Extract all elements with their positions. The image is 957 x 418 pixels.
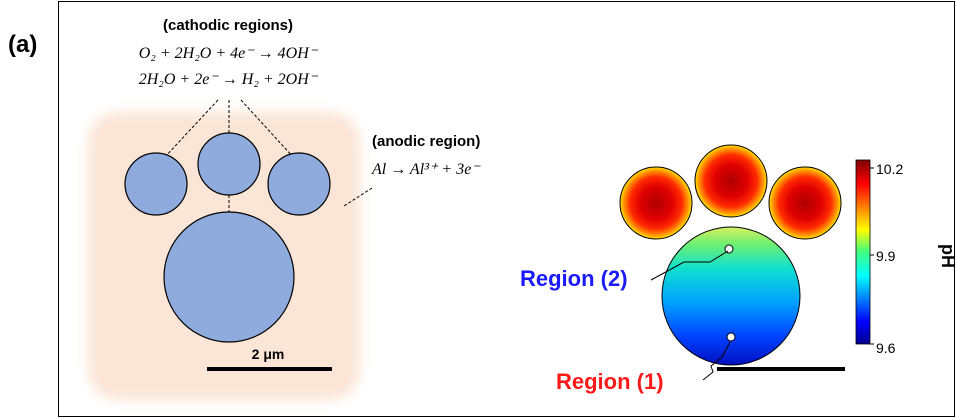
cathodic-particle-left bbox=[124, 152, 188, 216]
region2-leader bbox=[650, 250, 729, 281]
scale-bar-left bbox=[207, 367, 332, 371]
leader-line-anodic bbox=[343, 187, 373, 207]
ph-cathodic-particle-left bbox=[619, 166, 693, 240]
panel-label: (a) bbox=[8, 31, 37, 58]
anodic-region-title: (anodic region) bbox=[372, 133, 480, 150]
cathodic-particle-right bbox=[267, 152, 331, 216]
colorbar-tick-label-min: 9.6 bbox=[876, 340, 896, 356]
probe-point-region1 bbox=[726, 332, 736, 342]
ph-colorbar bbox=[855, 159, 871, 345]
cathodic-equation-oxygen: O₂ + 2H₂O + 4e⁻ → 4OH⁻ bbox=[139, 45, 319, 62]
ph-cathodic-particle-right bbox=[768, 166, 842, 240]
cathodic-particle-center bbox=[197, 132, 261, 196]
probe-point-region2 bbox=[724, 244, 734, 254]
figure-frame bbox=[58, 1, 955, 417]
colorbar-tick-label-max: 10.2 bbox=[876, 161, 903, 177]
scale-bar-label: 2 μm bbox=[252, 346, 285, 362]
ph-cathodic-particle-center bbox=[694, 144, 768, 218]
leader-line-right bbox=[240, 99, 295, 159]
left-schematic: (cathodic regions) O₂ + 2H₂O + 4e⁻ → 4OH… bbox=[88, 17, 481, 400]
colorbar-title: pH bbox=[938, 244, 957, 268]
cathodic-regions-title: (cathodic regions) bbox=[163, 17, 293, 34]
region2-label: Region (2) bbox=[520, 266, 628, 291]
colorbar-tick-label-mid: 9.9 bbox=[876, 248, 896, 264]
region1-leader bbox=[702, 341, 731, 381]
cathodic-equation-hydrogen: 2H₂O + 2e⁻ → H₂ + 2OH⁻ bbox=[139, 71, 319, 88]
anodic-equation: Al → Al³⁺ + 3e⁻ bbox=[371, 161, 481, 178]
scale-bar-right bbox=[717, 367, 845, 371]
ph-map: Region (2) Region (1) 10.2 9.9 9.6 pH bbox=[520, 144, 957, 394]
anodic-particle bbox=[163, 211, 295, 343]
leader-line-left bbox=[163, 99, 219, 159]
region1-label: Region (1) bbox=[556, 369, 664, 394]
